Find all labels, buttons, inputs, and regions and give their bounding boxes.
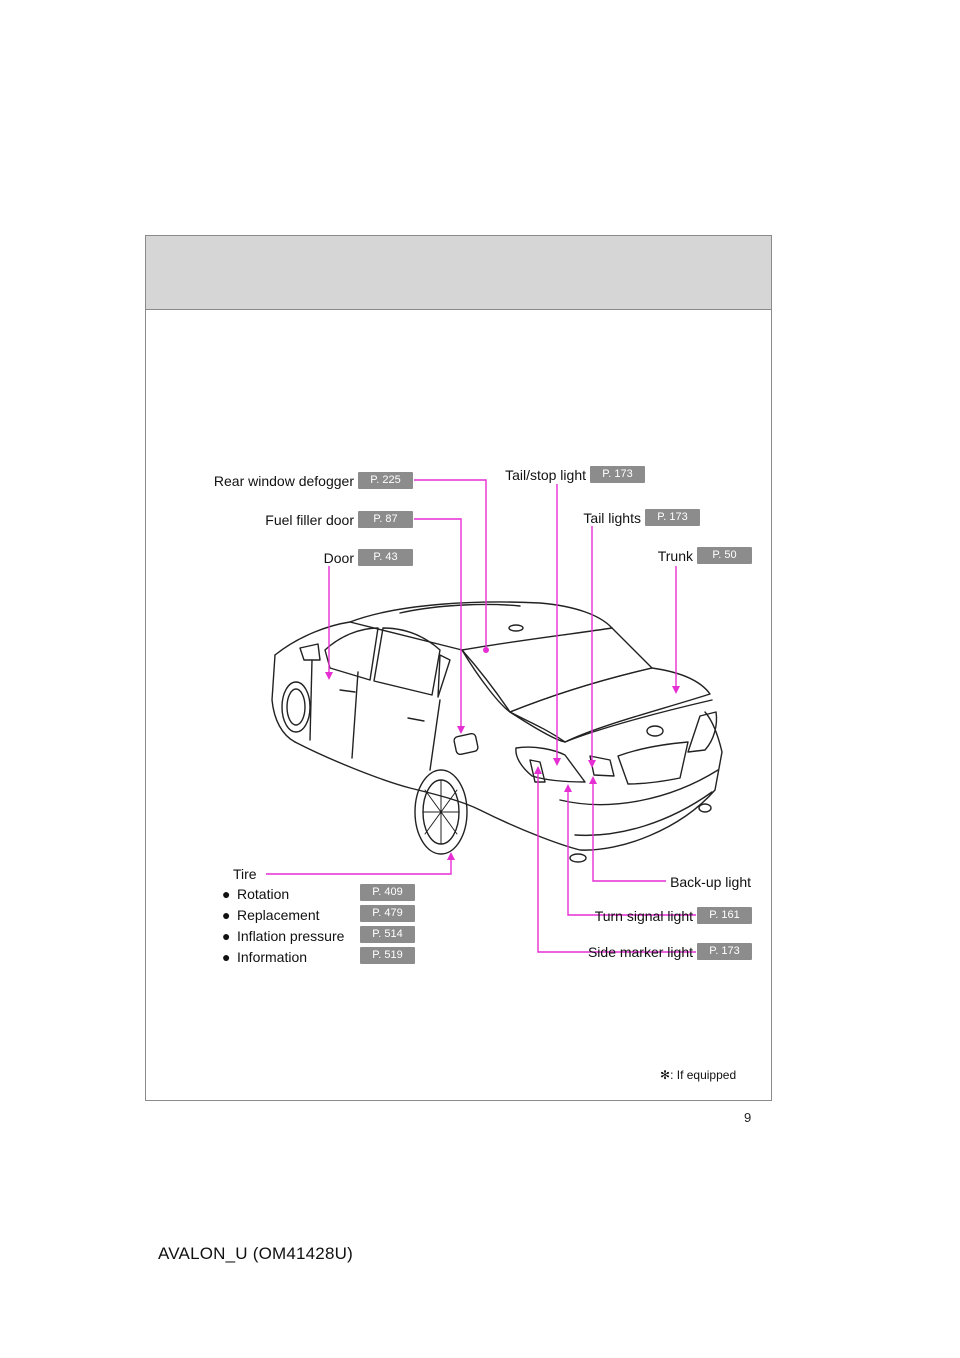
page-ref-rear-window-defogger[interactable]: P. 225 xyxy=(358,472,413,489)
asterisk-icon: ✻ xyxy=(660,1068,671,1082)
page-ref-tail-stop-light[interactable]: P. 173 xyxy=(590,466,645,483)
page-ref-door[interactable]: P. 43 xyxy=(358,549,413,566)
leader-back-up-light xyxy=(592,780,666,882)
label-door: Door xyxy=(323,550,354,566)
page-ref-tire-replacement[interactable]: P. 479 xyxy=(360,905,415,922)
content-frame xyxy=(145,235,772,1101)
bullet-icon: ● xyxy=(222,907,231,923)
label-back-up-light: Back-up light xyxy=(670,874,751,890)
label-tire: Tire xyxy=(233,866,257,882)
leader-tire xyxy=(266,856,452,875)
page-ref-tire-information[interactable]: P. 519 xyxy=(360,947,415,964)
page-ref-tail-lights[interactable]: P. 173 xyxy=(645,509,700,526)
car-illustration xyxy=(271,601,723,863)
footer-manual-code: AVALON_U (OM41428U) xyxy=(158,1244,353,1263)
leader-fuel-filler-door xyxy=(414,518,462,730)
leader-turn-signal-light xyxy=(567,788,696,916)
page-ref-fuel-filler-door[interactable]: P. 87 xyxy=(358,511,413,528)
page-ref-side-marker-light[interactable]: P. 173 xyxy=(697,943,752,960)
page-number: 9 xyxy=(744,1110,752,1125)
label-side-marker-light: Side marker light xyxy=(587,944,693,960)
page-ref-tire-rotation[interactable]: P. 409 xyxy=(360,884,415,901)
page-ref-turn-signal-light[interactable]: P. 161 xyxy=(697,907,752,924)
page-ref-trunk[interactable]: P. 50 xyxy=(697,547,752,564)
label-trunk: Trunk xyxy=(657,548,693,564)
header-band xyxy=(146,236,771,310)
label-tail-stop-light: Tail/stop light xyxy=(505,467,586,483)
leader-rear-window-defogger xyxy=(414,479,487,648)
leader-lines xyxy=(266,479,696,953)
bullet-icon: ● xyxy=(222,886,231,902)
bullet-icon: ● xyxy=(222,928,231,944)
bullet-icon: ● xyxy=(222,949,231,965)
tire-item-replacement: Replacement xyxy=(237,907,320,923)
if-equipped-text: : If equipped xyxy=(670,1068,737,1082)
tire-item-information: Information xyxy=(237,949,308,965)
tire-item-rotation: Rotation xyxy=(237,886,290,902)
label-fuel-filler-door: Fuel filler door xyxy=(265,512,354,528)
label-rear-window-defogger: Rear window defogger xyxy=(213,473,354,489)
tire-item-inflation-pressure: Inflation pressure xyxy=(237,928,345,944)
leader-side-marker-light xyxy=(537,770,696,953)
label-tail-lights: Tail lights xyxy=(583,510,641,526)
page-ref-tire-inflation-pressure[interactable]: P. 514 xyxy=(360,926,415,943)
if-equipped-note: ✻: If equipped xyxy=(660,1068,736,1082)
label-turn-signal-light: Turn signal light xyxy=(594,908,693,924)
